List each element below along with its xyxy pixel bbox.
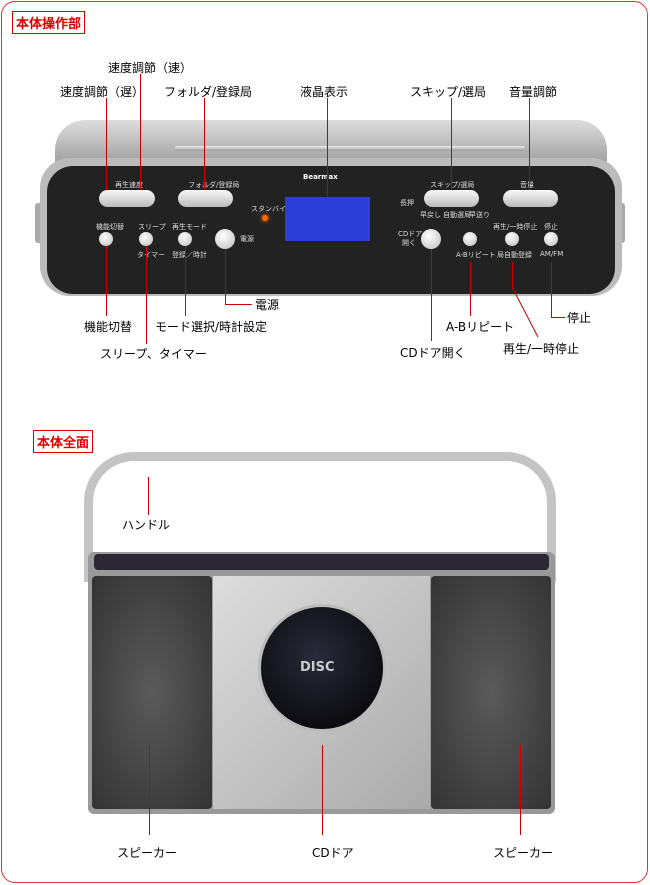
label-folder: フォルダ/登録局 bbox=[164, 85, 253, 99]
label-handle: ハンドル bbox=[122, 518, 171, 532]
cd-open-button[interactable] bbox=[421, 229, 441, 249]
register-clock-label: 登録／時計 bbox=[172, 251, 207, 259]
power-panel-label: 電源 bbox=[240, 235, 254, 243]
label-stop: 停止 bbox=[567, 311, 592, 325]
label-speaker-left: スピーカー bbox=[117, 846, 178, 860]
speed-button[interactable] bbox=[99, 190, 155, 207]
label-sleep: スリープ、タイマー bbox=[100, 347, 207, 361]
auto-tune-label: 自動選局 bbox=[443, 211, 471, 219]
label-skip: スキップ/選局 bbox=[410, 85, 487, 99]
play-pause-panel-label: 再生/一時停止 bbox=[493, 223, 538, 231]
disc-logo: DISC bbox=[300, 660, 335, 675]
rewind-label: 早戻し bbox=[420, 211, 441, 219]
play-pause-button[interactable] bbox=[505, 232, 519, 246]
section-title-control: 本体操作部 bbox=[12, 11, 86, 34]
brand-logo: Bearmax bbox=[303, 173, 338, 181]
label-ab-repeat: A-Bリピート bbox=[446, 320, 515, 334]
section-title-front: 本体全面 bbox=[33, 430, 94, 453]
cd-door-open-panel-label: 開く bbox=[402, 239, 416, 247]
timer-label: タイマー bbox=[137, 251, 165, 259]
standby-led bbox=[262, 215, 268, 221]
speaker-left bbox=[92, 576, 212, 809]
volume-label: 音量 bbox=[520, 181, 534, 189]
ffwd-label: 早送り bbox=[469, 211, 490, 219]
ab-panel-label: A-Bリピート bbox=[456, 251, 496, 259]
label-speaker-right: スピーカー bbox=[493, 846, 554, 860]
power-button[interactable] bbox=[215, 229, 235, 249]
amfm-label: AM/FM bbox=[540, 250, 564, 258]
disc-window bbox=[258, 604, 386, 732]
label-cd-open: CDドア開く bbox=[400, 346, 466, 360]
function-button[interactable] bbox=[99, 232, 113, 246]
sleep-label: スリープ bbox=[138, 223, 166, 231]
speed-label: 再生速度 bbox=[115, 181, 143, 189]
lcd-display bbox=[285, 197, 370, 241]
antenna bbox=[175, 146, 525, 151]
auto-register-label: 局自動登録 bbox=[497, 251, 532, 259]
long-press-label: 長押 bbox=[400, 199, 414, 207]
label-lcd: 液晶表示 bbox=[300, 85, 349, 99]
skip-label: スキップ/選局 bbox=[430, 181, 475, 189]
mode-button[interactable] bbox=[178, 232, 192, 246]
folder-button[interactable] bbox=[178, 190, 233, 207]
label-speed-slow: 速度調節（遅） bbox=[60, 85, 145, 99]
play-mode-label: 再生モード bbox=[172, 223, 207, 231]
label-power: 電源 bbox=[255, 298, 280, 312]
sleep-button[interactable] bbox=[139, 232, 153, 246]
function-label: 機能切替 bbox=[96, 223, 124, 231]
label-cd-door: CDドア bbox=[312, 846, 354, 860]
speaker-right bbox=[431, 576, 551, 809]
volume-button[interactable] bbox=[503, 190, 558, 207]
folder-label: フォルダ/登録局 bbox=[188, 181, 240, 189]
label-play-pause: 再生/一時停止 bbox=[503, 342, 580, 356]
label-mode: モード選択/時計設定 bbox=[155, 320, 268, 334]
skip-button[interactable] bbox=[424, 190, 479, 207]
label-speed-fast: 速度調節（速） bbox=[108, 61, 193, 75]
stop-button[interactable] bbox=[544, 232, 558, 246]
standby-label: スタンバイ bbox=[251, 205, 286, 213]
handle[interactable] bbox=[84, 452, 556, 582]
label-function: 機能切替 bbox=[84, 320, 133, 334]
label-volume: 音量調節 bbox=[509, 85, 558, 99]
ab-repeat-button[interactable] bbox=[463, 232, 477, 246]
stop-panel-label: 停止 bbox=[544, 223, 558, 231]
cd-door-panel-label: CDドア bbox=[398, 230, 423, 238]
play-leader-line bbox=[511, 286, 539, 338]
